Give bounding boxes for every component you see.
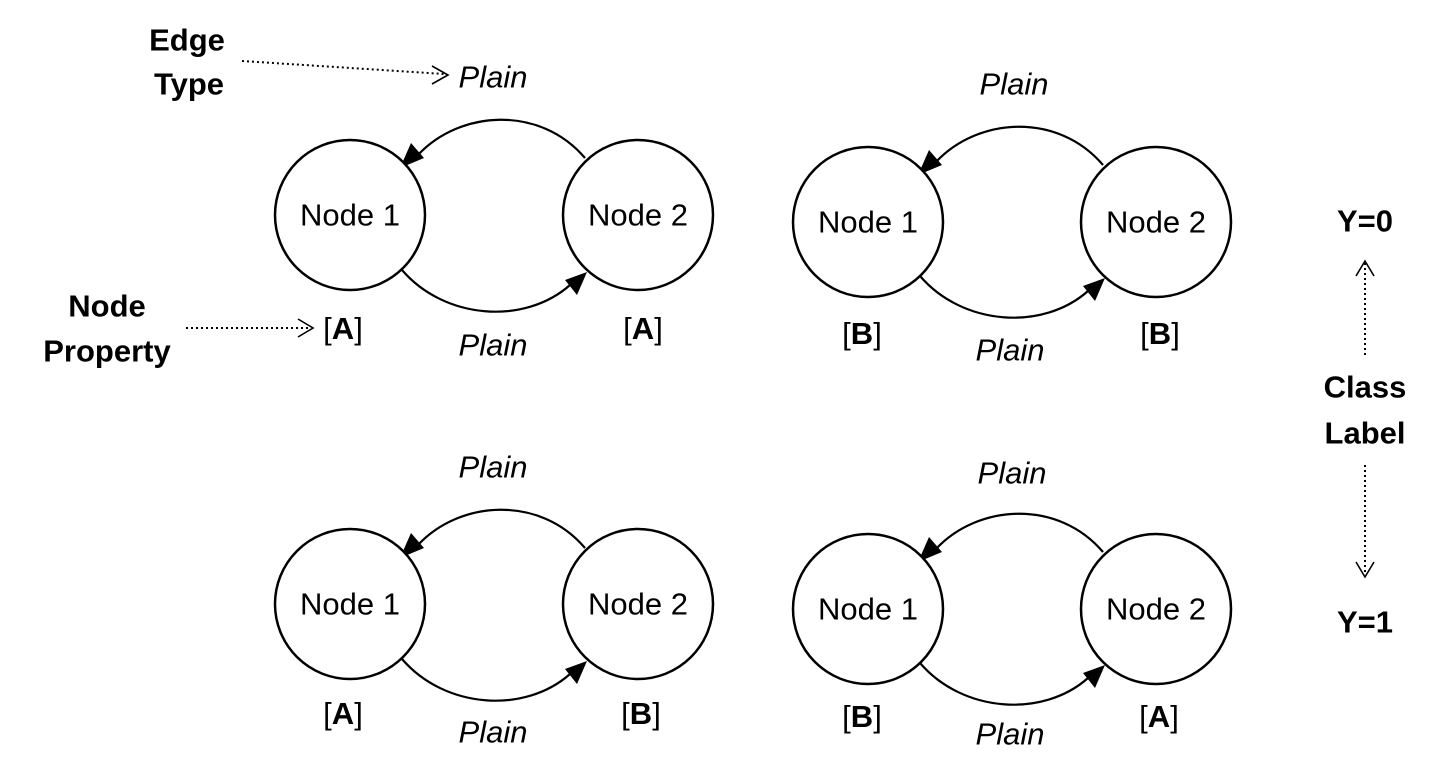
node-1-property: [B] [842, 316, 882, 351]
edge-type-label-bottom: Plain [459, 715, 528, 750]
edge-node2-to-node1 [417, 508, 586, 549]
edge-type-pointer-line [241, 60, 445, 75]
node-2-label: Node 2 [588, 587, 688, 622]
node-1-property: [A] [323, 311, 363, 346]
graph-3: Node 1 Node 2 Plain Plain [B] [A] [791, 456, 1233, 752]
edge-type-label-bottom: Plain [976, 717, 1045, 752]
node-2-property: [B] [621, 696, 661, 731]
node-2 [561, 527, 715, 681]
edge-type-label-bottom: Plain [976, 333, 1045, 368]
arrowhead-node2 [565, 661, 587, 684]
node-1-label: Node 1 [300, 198, 400, 233]
annotation-node-property: Node Property [43, 289, 315, 369]
edge-type-label-top: Plain [459, 450, 528, 485]
node-1-label: Node 1 [818, 592, 918, 627]
edge-type-annotation-line2: Type [154, 67, 224, 102]
node-property-annotation-line2: Property [43, 334, 171, 369]
arrowhead-node2 [1083, 278, 1105, 301]
graph-1: Node 1 Node 2 Plain Plain [B] [B] [791, 67, 1233, 368]
edge-node1-to-node2 [919, 275, 1089, 319]
node-1 [273, 527, 427, 681]
node-2 [1079, 145, 1233, 299]
class-label-pointer-down-arrowhead [1355, 561, 1375, 579]
edge-type-pointer-arrowhead [431, 65, 450, 85]
edge-type-label-top: Plain [978, 456, 1047, 491]
node-1-property: [A] [323, 696, 363, 731]
node-2-label: Node 2 [1106, 592, 1206, 627]
node-2-property: [A] [1139, 699, 1179, 734]
node-property-pointer-arrowhead [297, 318, 315, 338]
node-1 [273, 138, 427, 292]
edge-node2-to-node1 [935, 512, 1104, 553]
node-1 [791, 532, 945, 686]
node-1-property: [B] [842, 699, 882, 734]
edge-node2-to-node1 [417, 118, 586, 159]
class-label-y1: Y=1 [1337, 605, 1393, 640]
edge-type-label-top: Plain [980, 67, 1049, 102]
annotation-edge-type: Edge Type [149, 23, 450, 102]
class-label-pointer-up-arrowhead [1355, 259, 1375, 277]
node-property-annotation-line1: Node [68, 289, 146, 324]
edge-node1-to-node2 [401, 658, 571, 702]
node-2-label: Node 2 [1106, 205, 1206, 240]
node-2 [1079, 532, 1233, 686]
class-label-annotation-line1: Class [1324, 370, 1407, 405]
edge-node2-to-node1 [935, 125, 1104, 166]
edge-type-annotation-line1: Edge [149, 23, 225, 58]
edge-node1-to-node2 [919, 662, 1089, 706]
node-1 [791, 145, 945, 299]
arrowhead-node2 [565, 272, 587, 295]
arrowhead-node1 [400, 143, 424, 168]
annotation-class-label: Y=0 Y=1 Class Label [1324, 204, 1407, 640]
graph-2: Node 1 Node 2 Plain Plain [A] [B] [273, 450, 715, 750]
arrowhead-node1 [918, 537, 942, 562]
arrowhead-node2 [1083, 665, 1105, 688]
class-label-y0: Y=0 [1337, 204, 1393, 239]
arrowhead-node1 [918, 150, 942, 175]
arrowhead-node1 [400, 533, 424, 558]
node-2-property: [A] [623, 311, 663, 346]
node-2-label: Node 2 [588, 198, 688, 233]
edge-node1-to-node2 [401, 269, 571, 313]
node-2-property: [B] [1140, 316, 1180, 351]
node-1-label: Node 1 [300, 587, 400, 622]
edge-type-label-bottom: Plain [459, 328, 528, 363]
graph-0: Node 1 Node 2 Plain Plain [A] [A] [273, 60, 715, 363]
edge-type-label-top: Plain [459, 60, 528, 95]
node-1-label: Node 1 [818, 205, 918, 240]
node-2 [561, 138, 715, 292]
class-label-annotation-line2: Label [1325, 416, 1406, 451]
